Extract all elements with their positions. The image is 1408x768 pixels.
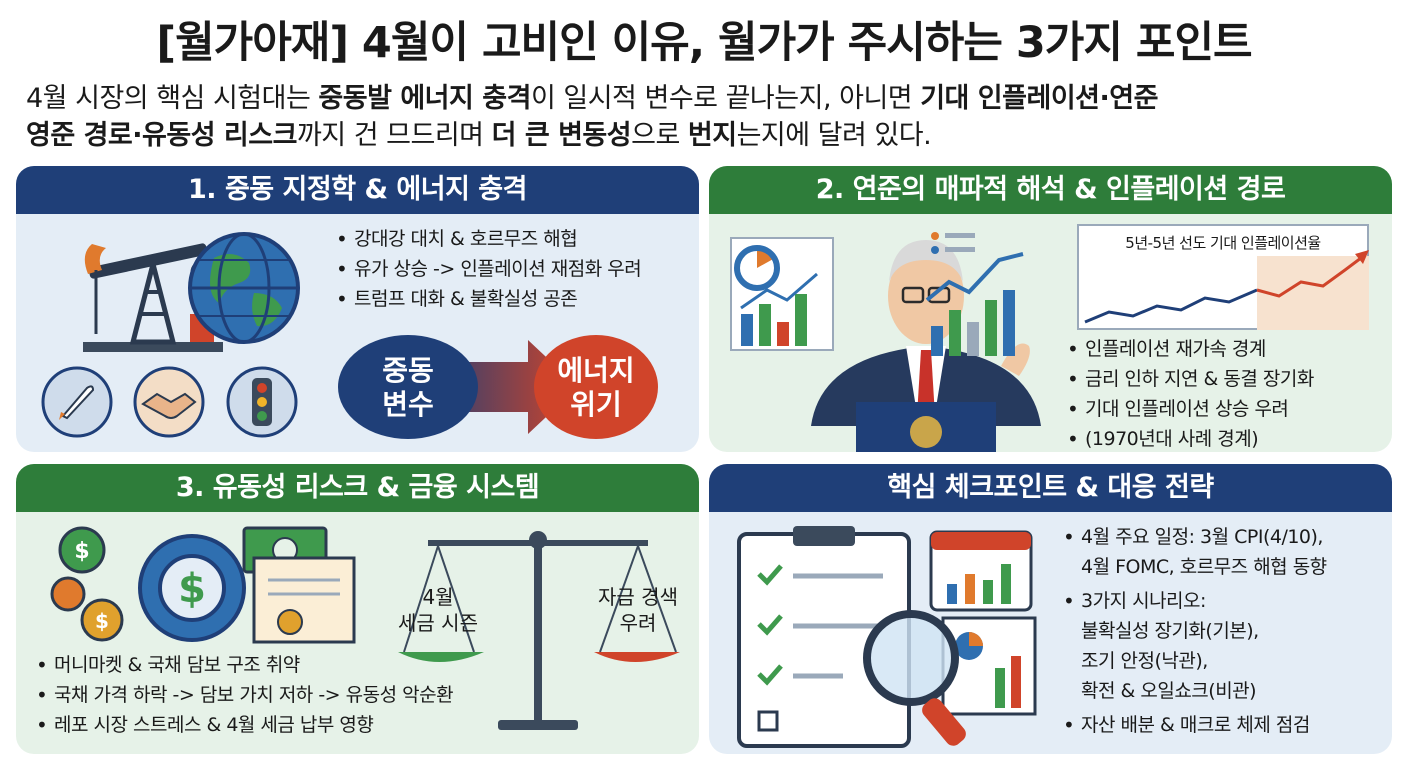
scale-right-line1: 자금 경색: [598, 585, 678, 609]
panel-header: 1. 중동 지정학 & 에너지 충격: [16, 166, 699, 214]
panel-header: 2. 연준의 매파적 해석 & 인플레이션 경로: [709, 166, 1392, 214]
missile-icon: [41, 366, 113, 438]
list-item: 국채 가격 하락 -> 담보 가치 저하 -> 유동성 악순환: [34, 680, 454, 710]
globe-icon: [188, 232, 300, 344]
panel2-bullets: 인플레이션 재가속 경계 금리 인하 지연 & 동결 장기화 기대 인플레이션 …: [1065, 334, 1314, 452]
gear-icon: $ $ $: [50, 526, 246, 642]
panel1-bullets: 강대강 대치 & 호르무즈 해협 유가 상승 -> 인플레이션 재점화 우려 트…: [334, 224, 642, 314]
pill-left-line2: 변수: [382, 388, 434, 421]
scale-right-line2: 우려: [620, 611, 657, 635]
list-item: 자산 배분 & 매크로 체제 점검: [1061, 710, 1327, 740]
traffic-light-icon: [226, 366, 298, 438]
panel-header: 핵심 체크포인트 & 대응 전략: [709, 464, 1392, 512]
page-subtitle: 4월 시장의 핵심 시험대는 중동발 에너지 충격이 일시적 변수로 끝나는지,…: [26, 83, 1158, 151]
panel-header: 3. 유동성 리스크 & 금융 시스템: [16, 464, 699, 512]
magnifier-icon: [863, 610, 1037, 746]
pill-right-line1: 에너지: [557, 354, 634, 387]
trend-chart-icon: [925, 232, 1024, 356]
list-item: 강대강 대치 & 호르무즈 해협: [334, 224, 641, 254]
presenter-icon: [811, 240, 1041, 452]
svg-text:$: $: [74, 539, 89, 564]
dollar-bill-icon: [242, 526, 356, 644]
list-item: 3가지 시나리오:불확실성 장기화(기본),조기 안정(낙관),확전 & 오일쇼…: [1061, 586, 1327, 706]
pill-left-line1: 중동: [382, 354, 434, 387]
list-item: (1970년대 사례 경계): [1065, 424, 1314, 452]
inflation-chart-title: 5년-5년 선도 기대 인플레이션율: [1125, 234, 1321, 252]
inflation-chart: 5년-5년 선도 기대 인플레이션율: [1077, 224, 1369, 330]
arrow-graphic: 중동 변수 에너지 위기: [338, 335, 658, 439]
list-item: 머니마켓 & 국채 담보 구조 취약: [34, 650, 453, 680]
panel-liquidity-risk: 3. 유동성 리스크 & 금융 시스템 $ $ $ 4월 세금 시즌 자금 경색…: [16, 464, 699, 754]
bar-chart-icon: [730, 237, 834, 351]
panel-fed-hawkish: 2. 연준의 매파적 해석 & 인플레이션 경로 5년-5년 선도: [709, 166, 1392, 452]
page-title: [월가아재] 4월이 고비인 이유, 월가가 주시하는 3가지 포인트: [156, 18, 1252, 68]
panel4-bullets: 4월 주요 일정: 3월 CPI(4/10),4월 FOMC, 호르무즈 해협 …: [1061, 522, 1327, 740]
list-item: 인플레이션 재가속 경계: [1065, 334, 1314, 364]
scale-left-line1: 4월: [422, 585, 453, 609]
pill-right-line2: 위기: [570, 388, 622, 421]
list-item: 레포 시장 스트레스 & 4월 세금 납부 영향: [34, 710, 453, 740]
svg-text:$: $: [95, 609, 109, 633]
list-item: 금리 인하 지연 & 동결 장기화: [1065, 364, 1314, 394]
scale-left-line2: 세금 시즌: [398, 611, 478, 635]
calendar-icon: [929, 530, 1033, 612]
svg-text:$: $: [178, 566, 206, 612]
list-item: 기대 인플레이션 상승 우려: [1065, 394, 1314, 424]
handshake-icon: [133, 366, 205, 438]
list-item: 유가 상승 -> 인플레이션 재점화 우려: [334, 254, 642, 284]
panel-middle-east-energy: 1. 중동 지정학 & 에너지 충격 강대강 대치 & 호르무: [16, 166, 699, 452]
list-item: 4월 주요 일정: 3월 CPI(4/10),4월 FOMC, 호르무즈 해협 …: [1061, 522, 1327, 582]
panel-checkpoints: 핵심 체크포인트 & 대응 전략 4월 주요 일정: 3월 CPI(4/10),…: [709, 464, 1392, 754]
list-item: 트럼프 대화 & 불확실성 공존: [334, 284, 641, 314]
panel3-bullets: 머니마켓 & 국채 담보 구조 취약 국채 가격 하락 -> 담보 가치 저하 …: [34, 650, 454, 740]
